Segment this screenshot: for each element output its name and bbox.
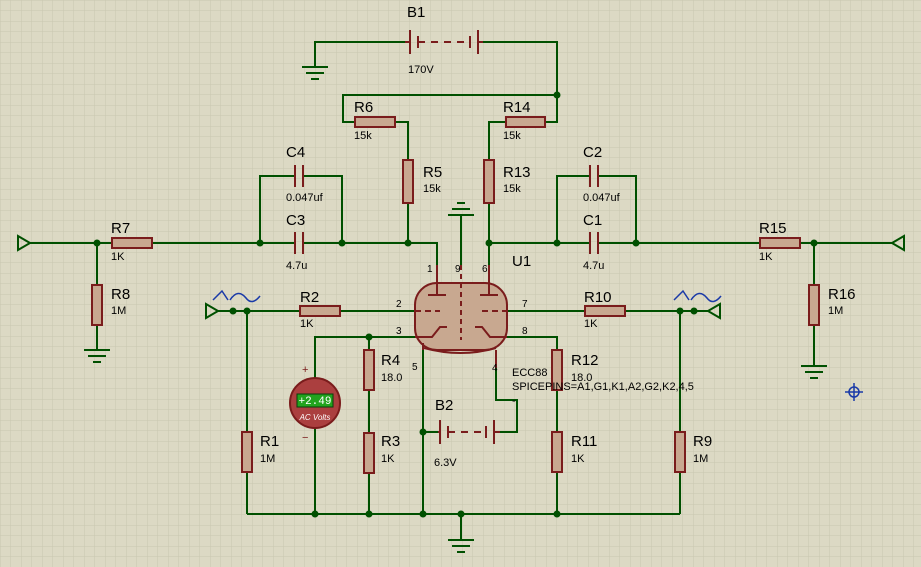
r16-ref: R16 (828, 286, 856, 303)
tube-pin-9: 9 (455, 264, 461, 275)
tube-pin-6: 6 (482, 264, 488, 275)
r4-value: 18.0 (381, 372, 402, 384)
resistor-r16[interactable]: R16 1M (808, 284, 856, 326)
r12-ref: R12 (571, 352, 599, 369)
r6-ref: R6 (354, 99, 373, 116)
resistor-r13[interactable]: R13 15k (483, 159, 531, 204)
tube-pin-4: 4 (492, 363, 498, 374)
r15-value: 1K (759, 251, 773, 263)
r3-ref: R3 (381, 433, 400, 450)
r8-ref: R8 (111, 286, 130, 303)
r15-ref: R15 (759, 220, 787, 237)
b2-ref: B2 (435, 397, 453, 414)
resistor-r12[interactable]: R12 18.0 (551, 349, 599, 391)
c1-ref: C1 (583, 212, 602, 229)
u1-ref: U1 (512, 253, 531, 270)
capacitor-c2[interactable]: C2 0.047uf (583, 144, 621, 204)
tube-pin-3: 3 (396, 326, 402, 337)
c3-value: 4.7u (286, 260, 307, 272)
r1-ref: R1 (260, 433, 279, 450)
r11-ref: R11 (571, 433, 597, 450)
r6-value: 15k (354, 130, 372, 142)
tube-pin-8: 8 (522, 326, 528, 337)
output-terminal-left[interactable] (17, 234, 32, 252)
signal-generator-right[interactable] (673, 289, 722, 320)
r11-value: 1K (571, 453, 585, 465)
r9-value: 1M (693, 453, 708, 465)
r3-value: 1K (381, 453, 395, 465)
r10-ref: R10 (584, 289, 612, 306)
capacitor-c4[interactable]: C4 0.047uf (286, 144, 324, 204)
c2-ref: C2 (583, 144, 602, 161)
r14-ref: R14 (503, 99, 531, 116)
capacitor-c1[interactable]: C1 4.7u (583, 212, 604, 272)
voltmeter-unit: AC Volts (299, 413, 331, 422)
b2-value: 6.3V (434, 457, 457, 469)
resistor-r3[interactable]: R3 1K (363, 432, 400, 474)
resistor-r14[interactable]: R14 15k (503, 99, 546, 142)
r13-value: 15k (503, 183, 521, 195)
ac-voltmeter[interactable]: +2.49 AC Volts + − (289, 364, 341, 444)
ground-r8 (84, 349, 110, 363)
tube-pin-7: 7 (522, 299, 528, 310)
r2-value: 1K (300, 318, 314, 330)
ground-r16 (801, 365, 827, 379)
resistor-r6[interactable]: R6 15k (354, 99, 396, 142)
resistor-r2[interactable]: R2 1K (299, 289, 341, 330)
resistor-r11[interactable]: R11 1K (551, 431, 597, 473)
voltmeter-plus: + (302, 364, 308, 376)
resistor-r10[interactable]: R10 1K (584, 289, 626, 330)
u1-spice-pins: SPICEPINS=A1,G1,K1,A2,G2,K2,4,5 (512, 381, 694, 393)
ground-b1 (302, 66, 328, 80)
battery-b1[interactable]: B1 170V (405, 4, 483, 76)
r2-ref: R2 (300, 289, 319, 306)
r7-value: 1K (111, 251, 125, 263)
signal-generator-left[interactable] (205, 289, 261, 320)
tube-u1[interactable]: 1 9 6 2 7 3 8 5 4 U1 ECC88 SPICEPINS=A1,… (396, 253, 694, 393)
resistor-r1[interactable]: R1 1M (241, 431, 279, 473)
c2-value: 0.047uf (583, 192, 621, 204)
r1-value: 1M (260, 453, 275, 465)
voltmeter-reading: +2.49 (298, 396, 331, 408)
c3-ref: C3 (286, 212, 305, 229)
b2-minus-sign: - (512, 395, 516, 407)
c1-value: 4.7u (583, 260, 604, 272)
output-terminal-right[interactable] (890, 234, 905, 252)
tube-pin-2: 2 (396, 299, 402, 310)
resistor-r7[interactable]: R7 1K (111, 220, 153, 263)
r14-value: 15k (503, 130, 521, 142)
r13-ref: R13 (503, 164, 531, 181)
b1-value: 170V (408, 64, 434, 76)
r9-ref: R9 (693, 433, 712, 450)
battery-b2[interactable]: - B2 6.3V (434, 395, 516, 469)
b1-ref: B1 (407, 4, 425, 21)
resistor-r4[interactable]: R4 18.0 (363, 349, 402, 391)
r12-value: 18.0 (571, 372, 592, 384)
ground-main (448, 539, 474, 553)
r10-value: 1K (584, 318, 598, 330)
capacitor-c3[interactable]: C3 4.7u (286, 212, 307, 272)
r16-value: 1M (828, 305, 843, 317)
r5-ref: R5 (423, 164, 442, 181)
resistor-r15[interactable]: R15 1K (759, 220, 801, 263)
c4-value: 0.047uf (286, 192, 324, 204)
tube-pin-1: 1 (427, 264, 433, 275)
ground-tube-top (448, 202, 474, 216)
r8-value: 1M (111, 305, 126, 317)
r4-ref: R4 (381, 352, 400, 369)
origin-marker-icon (845, 383, 863, 401)
r5-value: 15k (423, 183, 441, 195)
c4-ref: C4 (286, 144, 305, 161)
tube-pin-5: 5 (412, 362, 418, 373)
u1-part: ECC88 (512, 367, 547, 379)
r7-ref: R7 (111, 220, 130, 237)
junctions (93, 91, 818, 518)
resistor-r9[interactable]: R9 1M (674, 431, 712, 473)
voltmeter-minus: − (302, 432, 308, 444)
resistor-r8[interactable]: R8 1M (91, 284, 130, 326)
resistor-r5[interactable]: R5 15k (402, 159, 442, 204)
